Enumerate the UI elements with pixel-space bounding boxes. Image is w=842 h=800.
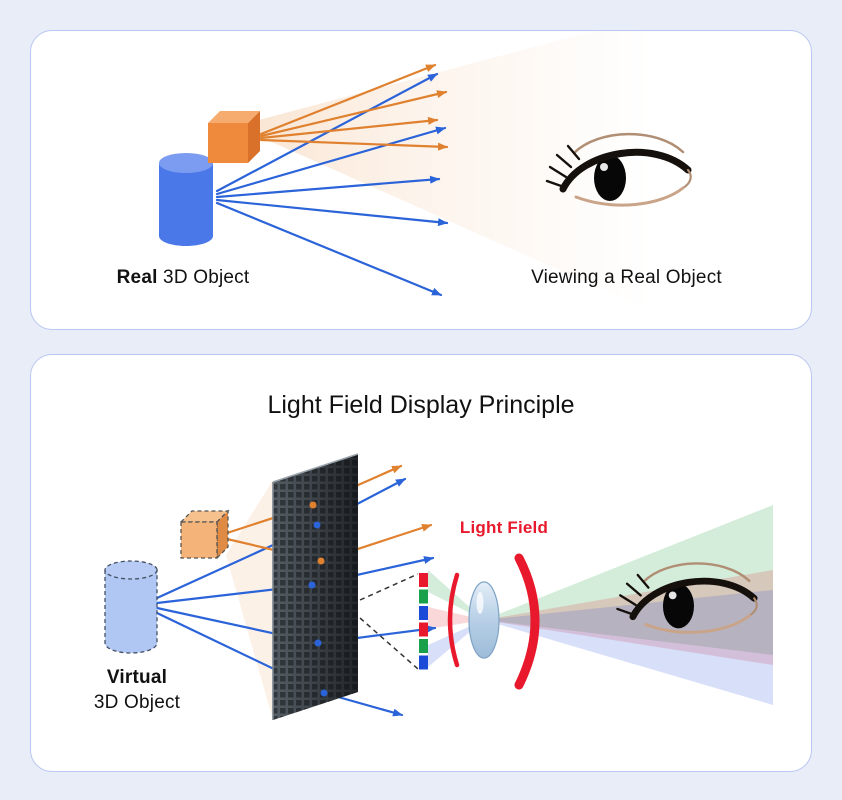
zoom-dashed-lines xyxy=(359,573,419,670)
virtual-cylinder-icon xyxy=(104,560,158,654)
real-object-panel: Real 3D Object Viewing a Real Object xyxy=(30,30,812,330)
wavefront-arc-left xyxy=(447,572,460,668)
virtual-cube-icon xyxy=(179,509,230,560)
virtual-object-label-bold: Virtual xyxy=(106,667,168,688)
panel-emission-dots xyxy=(308,501,328,697)
real-cube-icon xyxy=(208,111,260,163)
light-glow xyxy=(226,480,273,720)
blue-rays xyxy=(215,72,449,297)
light-glow xyxy=(236,31,651,311)
display-panel xyxy=(272,453,359,720)
real-cylinder-icon xyxy=(159,153,213,246)
rgb-subpixel-strip xyxy=(419,573,428,670)
light-field-label: Light Field xyxy=(459,518,549,537)
virtual-object-label-rest: 3D Object xyxy=(93,692,181,713)
virtual-object-label: Virtual 3D Object xyxy=(71,665,203,715)
orange-rays xyxy=(259,63,449,151)
real-object-label: Real 3D Object xyxy=(93,267,273,289)
viewing-caption: Viewing a Real Object xyxy=(531,267,722,288)
real-object-label-bold: Real xyxy=(116,267,158,288)
light-field-diagram xyxy=(104,453,773,720)
light-field-panel: Light Field Display Principle Light Fiel… xyxy=(30,354,812,772)
real-object-diagram xyxy=(159,31,812,311)
lens-icon xyxy=(468,581,500,659)
wavefront-arc-right xyxy=(514,553,540,690)
real-object-label-rest: 3D Object xyxy=(157,267,250,288)
panel-pixel-grid xyxy=(273,454,358,720)
panel-title: Light Field Display Principle xyxy=(267,391,575,419)
